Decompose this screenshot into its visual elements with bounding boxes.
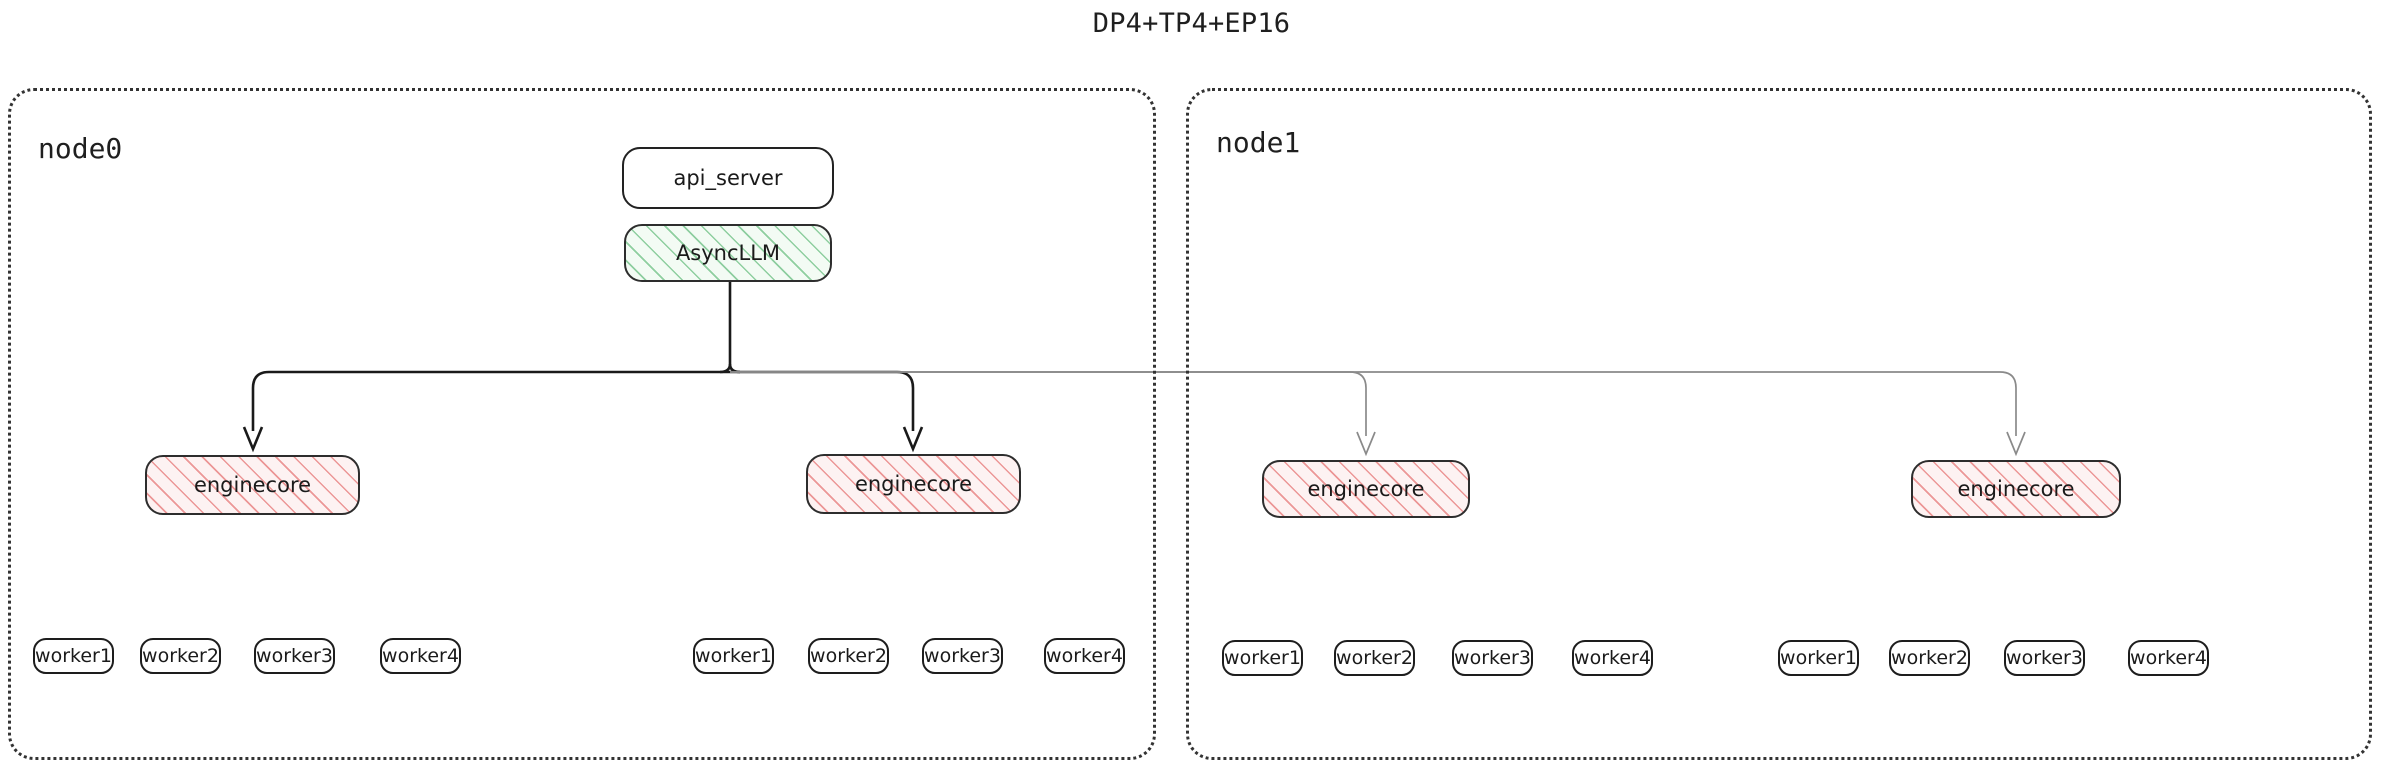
enginecore-box-2[interactable]: enginecore bbox=[1262, 460, 1470, 518]
arrowhead-0 bbox=[242, 426, 264, 453]
page-title: DP4+TP4+EP16 bbox=[1092, 8, 1291, 39]
arrowhead-2 bbox=[1356, 431, 1376, 457]
worker-box[interactable]: worker4 bbox=[2128, 640, 2209, 676]
node-label-node1: node1 bbox=[1216, 126, 1301, 159]
worker-box[interactable]: worker1 bbox=[693, 638, 774, 674]
worker-box[interactable]: worker3 bbox=[922, 638, 1003, 674]
worker-box[interactable]: worker3 bbox=[2004, 640, 2085, 676]
api-server-box[interactable]: api_server bbox=[622, 147, 834, 209]
worker-box[interactable]: worker1 bbox=[1778, 640, 1859, 676]
connector-branch-3 bbox=[730, 371, 2017, 436]
worker-box[interactable]: worker2 bbox=[140, 638, 221, 674]
worker-box[interactable]: worker2 bbox=[1889, 640, 1970, 676]
node-container-node0 bbox=[8, 88, 1156, 760]
enginecore-box-1[interactable]: enginecore bbox=[806, 454, 1021, 514]
arrowhead-3 bbox=[2006, 431, 2026, 457]
node-label-node0: node0 bbox=[38, 132, 123, 165]
arrowhead-1 bbox=[902, 426, 924, 453]
node-container-node1 bbox=[1186, 88, 2372, 760]
worker-box[interactable]: worker1 bbox=[33, 638, 114, 674]
connector-branch-0 bbox=[251, 370, 730, 431]
worker-box[interactable]: worker4 bbox=[1044, 638, 1125, 674]
worker-box[interactable]: worker1 bbox=[1222, 640, 1303, 676]
enginecore-box-0[interactable]: enginecore bbox=[145, 455, 360, 515]
enginecore-box-3[interactable]: enginecore bbox=[1911, 460, 2121, 518]
worker-box[interactable]: worker2 bbox=[808, 638, 889, 674]
worker-box[interactable]: worker3 bbox=[1452, 640, 1533, 676]
worker-box[interactable]: worker4 bbox=[1572, 640, 1653, 676]
async-llm-box[interactable]: AsyncLLM bbox=[624, 224, 832, 282]
worker-box[interactable]: worker4 bbox=[380, 638, 461, 674]
worker-box[interactable]: worker2 bbox=[1334, 640, 1415, 676]
worker-box[interactable]: worker3 bbox=[254, 638, 335, 674]
